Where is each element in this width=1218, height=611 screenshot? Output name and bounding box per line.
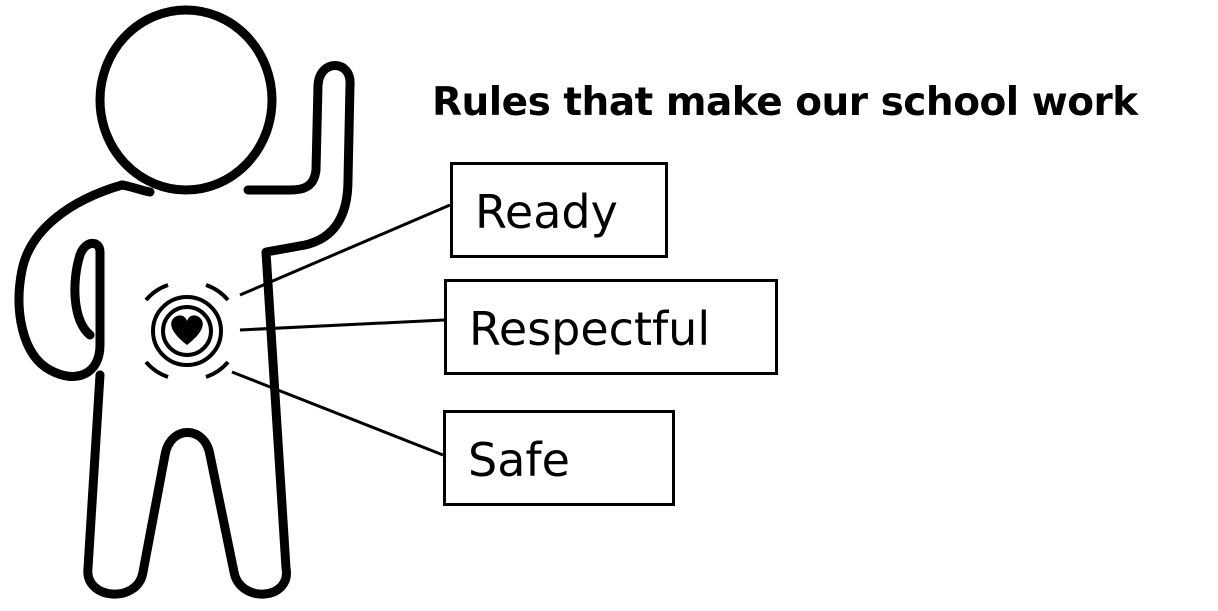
rule-label-safe: Safe — [468, 433, 570, 487]
connector-safe — [232, 372, 443, 455]
person-waving-icon — [19, 10, 350, 594]
rule-label-respectful: Respectful — [469, 302, 710, 356]
rule-label-ready: Ready — [475, 185, 618, 239]
heart-target-icon — [146, 285, 228, 377]
rule-box-safe: Safe — [443, 410, 675, 506]
rule-box-respectful: Respectful — [444, 279, 778, 375]
heart-icon — [171, 315, 203, 345]
person-head — [100, 10, 272, 190]
rule-box-ready: Ready — [450, 162, 668, 258]
diagram-title: Rules that make our school work — [432, 80, 1138, 125]
